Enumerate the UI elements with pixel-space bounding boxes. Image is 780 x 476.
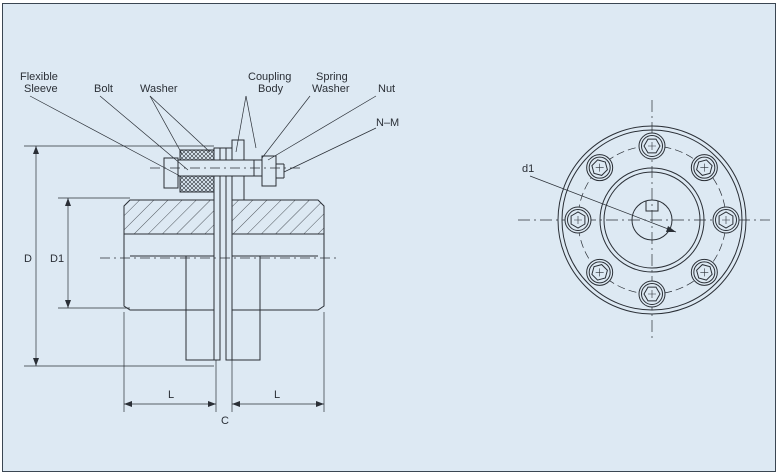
bolt-center-mark [648, 142, 656, 150]
label-washer: Washer [140, 83, 178, 95]
leader-lines [29, 95, 377, 177]
bolt-hex-head [570, 211, 586, 229]
side-view [24, 95, 377, 412]
label-flexible-sleeve-1: Flexible [20, 71, 58, 83]
dim-hub-diameter: D1 [50, 253, 64, 265]
callout-labels: Flexible Sleeve Bolt Washer Coupling Bod… [20, 71, 399, 129]
bolt-hex-head [696, 159, 713, 176]
dim-outer-diameter: D [24, 253, 32, 265]
right-flange-section [231, 199, 325, 235]
bolt-hex-head [591, 159, 608, 176]
bolt-center-mark [595, 163, 604, 172]
bolt-hex-head [696, 264, 713, 281]
bolt-center-mark [595, 268, 604, 277]
right-boss [232, 256, 261, 361]
bolt-head [163, 157, 179, 189]
dimension-labels: D D1 L L C d1 [24, 163, 534, 427]
label-flexible-sleeve-2: Sleeve [24, 83, 58, 95]
label-bolt: Bolt [94, 83, 113, 95]
bolt-center-mark [700, 163, 709, 172]
right-hub [232, 233, 325, 311]
bolt-hex-head [718, 211, 734, 229]
bolt-hex-head [643, 138, 661, 154]
bolt-hole-inner [715, 209, 737, 231]
label-spring-washer-1: Spring [316, 71, 348, 83]
bolt-hex-head [591, 264, 608, 281]
right-flange-plate [225, 147, 233, 361]
bolt-center-mark [700, 268, 709, 277]
nut [261, 155, 277, 187]
bolt-center-mark [574, 216, 582, 224]
label-spring-washer-2: Washer [312, 83, 350, 95]
label-coupling-body-2: Body [258, 83, 284, 95]
bolt-hole-inner [641, 283, 663, 305]
label-nut: Nut [378, 83, 395, 95]
dim-hub-length-right: L [274, 389, 280, 401]
dim-gap: C [221, 415, 229, 427]
label-thread: N–M [376, 117, 399, 129]
bolt-hole-inner [588, 156, 611, 179]
bolt-hole-inner [693, 261, 716, 284]
bolt-hole-inner [641, 135, 663, 157]
dim-hub-length-left: L [168, 389, 174, 401]
bolt-hole-inner [693, 156, 716, 179]
left-boss [185, 256, 214, 361]
bolt-holes [564, 132, 740, 308]
bolt-center-mark [722, 216, 730, 224]
bolt-center-mark [648, 290, 656, 298]
bolt-hole-inner [567, 209, 589, 231]
left-hub [123, 234, 215, 311]
bolt-hex-head [643, 286, 661, 302]
bolt-hole-inner [588, 261, 611, 284]
drawing-frame [2, 3, 776, 472]
label-coupling-body-1: Coupling [248, 71, 291, 83]
left-flange-plate [213, 147, 221, 361]
left-flange-section [123, 199, 215, 235]
dim-bore: d1 [522, 163, 534, 175]
